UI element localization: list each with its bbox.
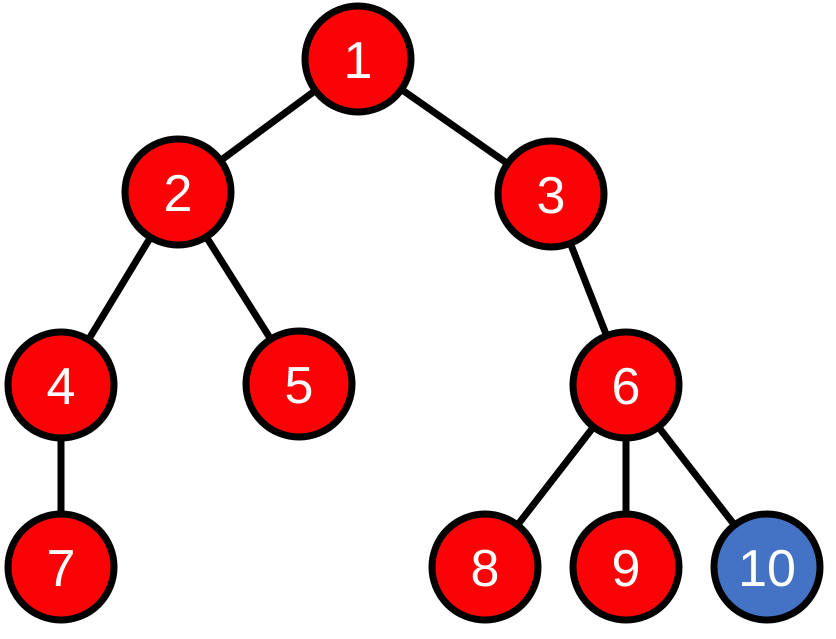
node-6: 6 xyxy=(569,328,683,442)
node-7: 7 xyxy=(4,510,118,624)
node-5-label: 5 xyxy=(285,357,314,415)
node-10-label: 10 xyxy=(738,540,796,598)
node-3-circle xyxy=(494,137,608,251)
node-2: 2 xyxy=(121,135,235,249)
node-1-circle xyxy=(301,2,415,116)
node-3-label: 3 xyxy=(537,167,566,225)
node-3: 3 xyxy=(494,137,608,251)
node-6-label: 6 xyxy=(612,358,641,416)
node-4-label: 4 xyxy=(47,358,76,416)
node-8: 8 xyxy=(428,510,542,624)
node-7-circle xyxy=(4,510,118,624)
node-10-circle xyxy=(710,510,824,624)
node-8-circle xyxy=(428,510,542,624)
edges-layer xyxy=(57,56,770,570)
node-8-label: 8 xyxy=(471,540,500,598)
node-9-circle xyxy=(569,510,683,624)
node-2-label: 2 xyxy=(164,165,193,223)
node-9: 9 xyxy=(569,510,683,624)
node-1-label: 1 xyxy=(344,32,373,90)
node-6-circle xyxy=(569,328,683,442)
node-5: 5 xyxy=(242,327,356,441)
node-4-circle xyxy=(4,328,118,442)
nodes-layer: 1 2 3 4 5 6 7 8 9 10 xyxy=(4,2,824,624)
node-7-label: 7 xyxy=(47,540,76,598)
node-10: 10 xyxy=(710,510,824,624)
node-4: 4 xyxy=(4,328,118,442)
node-2-circle xyxy=(121,135,235,249)
node-5-circle xyxy=(242,327,356,441)
node-9-label: 9 xyxy=(612,540,641,598)
node-1: 1 xyxy=(301,2,415,116)
